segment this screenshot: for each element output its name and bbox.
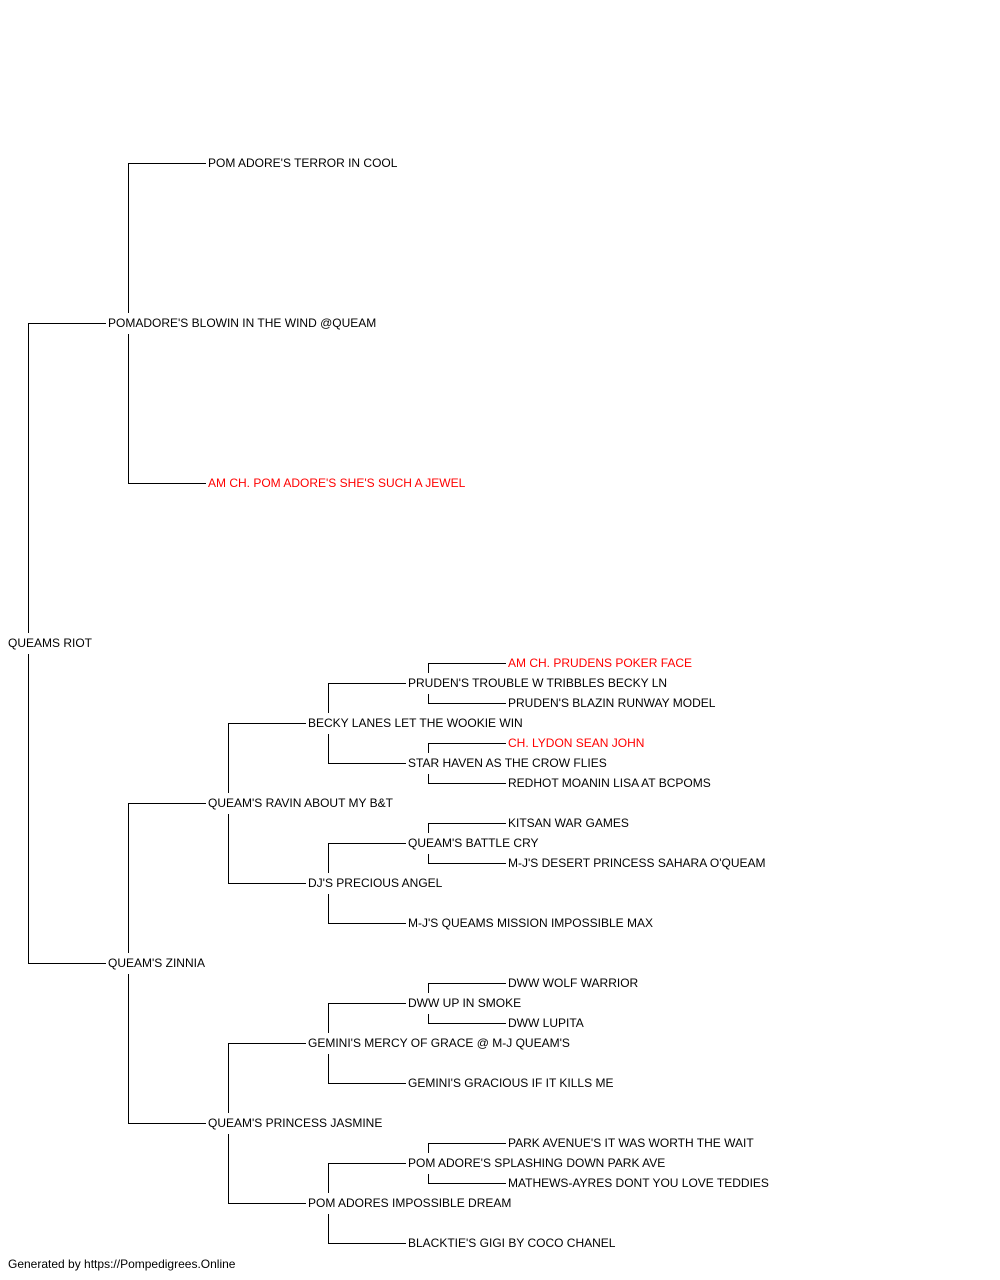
dog-name-pedigree.dam.dam.dam.sire.sire: PARK AVENUE'S IT WAS WORTH THE WAIT [508,1136,754,1150]
dog-name-pedigree.dam.sire.dam: DJ'S PRECIOUS ANGEL [308,876,443,890]
dog-name-pedigree.dam.dam: QUEAM'S PRINCESS JASMINE [208,1116,383,1130]
dog-name-pedigree.dam: QUEAM'S ZINNIA [108,956,205,970]
dog-name-pedigree.sire: POMADORE'S BLOWIN IN THE WIND @QUEAM [108,316,377,330]
dog-name-pedigree.dam.sire.sire: BECKY LANES LET THE WOOKIE WIN [308,716,523,730]
dog-name-pedigree.dam.sire.dam.dam: M-J'S QUEAMS MISSION IMPOSSIBLE MAX [408,916,653,930]
dog-name-pedigree.dam.sire.dam.sire.sire: KITSAN WAR GAMES [508,816,629,830]
dog-name-pedigree.dam.dam.sire.sire: DWW UP IN SMOKE [408,996,522,1010]
dog-name-pedigree.dam.sire.sire.dam: STAR HAVEN AS THE CROW FLIES [408,756,607,770]
dog-name-pedigree.dam.sire.sire.dam.sire: CH. LYDON SEAN JOHN [508,736,645,750]
dog-name-pedigree.dam.sire.sire.sire.dam: PRUDEN'S BLAZIN RUNWAY MODEL [508,696,716,710]
dog-name-pedigree.dam.sire.sire.dam.dam: REDHOT MOANIN LISA AT BCPOMS [508,776,711,790]
dog-name-pedigree.dam.dam.sire.dam: GEMINI'S GRACIOUS IF IT KILLS ME [408,1076,614,1090]
dog-name-pedigree.dam.dam.sire.sire.sire: DWW WOLF WARRIOR [508,976,639,990]
dog-name-pedigree.dam.sire: QUEAM'S RAVIN ABOUT MY B&T [208,796,393,810]
dog-name-pedigree.sire.sire: POM ADORE'S TERROR IN COOL [208,156,398,170]
dog-name-pedigree.dam.dam.dam.sire.dam: MATHEWS-AYRES DONT YOU LOVE TEDDIES [508,1176,769,1190]
dog-name-pedigree.dam.sire.sire.sire.sire: AM CH. PRUDENS POKER FACE [508,656,693,670]
generated-by-footer: Generated by https://Pompedigrees.Online [8,1257,236,1271]
dog-name-pedigree.dam.dam.dam: POM ADORES IMPOSSIBLE DREAM [308,1196,512,1210]
dog-name-pedigree.dam.dam.dam.sire: POM ADORE'S SPLASHING DOWN PARK AVE [408,1156,666,1170]
dog-name-pedigree.sire.dam: AM CH. POM ADORE'S SHE'S SUCH A JEWEL [208,476,466,490]
dog-name-pedigree.dam.sire.dam.sire.dam: M-J'S DESERT PRINCESS SAHARA O'QUEAM [508,856,766,870]
dog-name-pedigree: QUEAMS RIOT [8,636,93,650]
dog-name-pedigree.dam.sire.dam.sire: QUEAM'S BATTLE CRY [408,836,539,850]
dog-name-pedigree.dam.sire.sire.sire: PRUDEN'S TROUBLE W TRIBBLES BECKY LN [408,676,668,690]
dog-name-pedigree.dam.dam.sire.sire.dam: DWW LUPITA [508,1016,584,1030]
dog-name-pedigree.dam.dam.sire: GEMINI'S MERCY OF GRACE @ M-J QUEAM'S [308,1036,570,1050]
dog-name-pedigree.dam.dam.dam.dam: BLACKTIE'S GIGI BY COCO CHANEL [408,1236,616,1250]
